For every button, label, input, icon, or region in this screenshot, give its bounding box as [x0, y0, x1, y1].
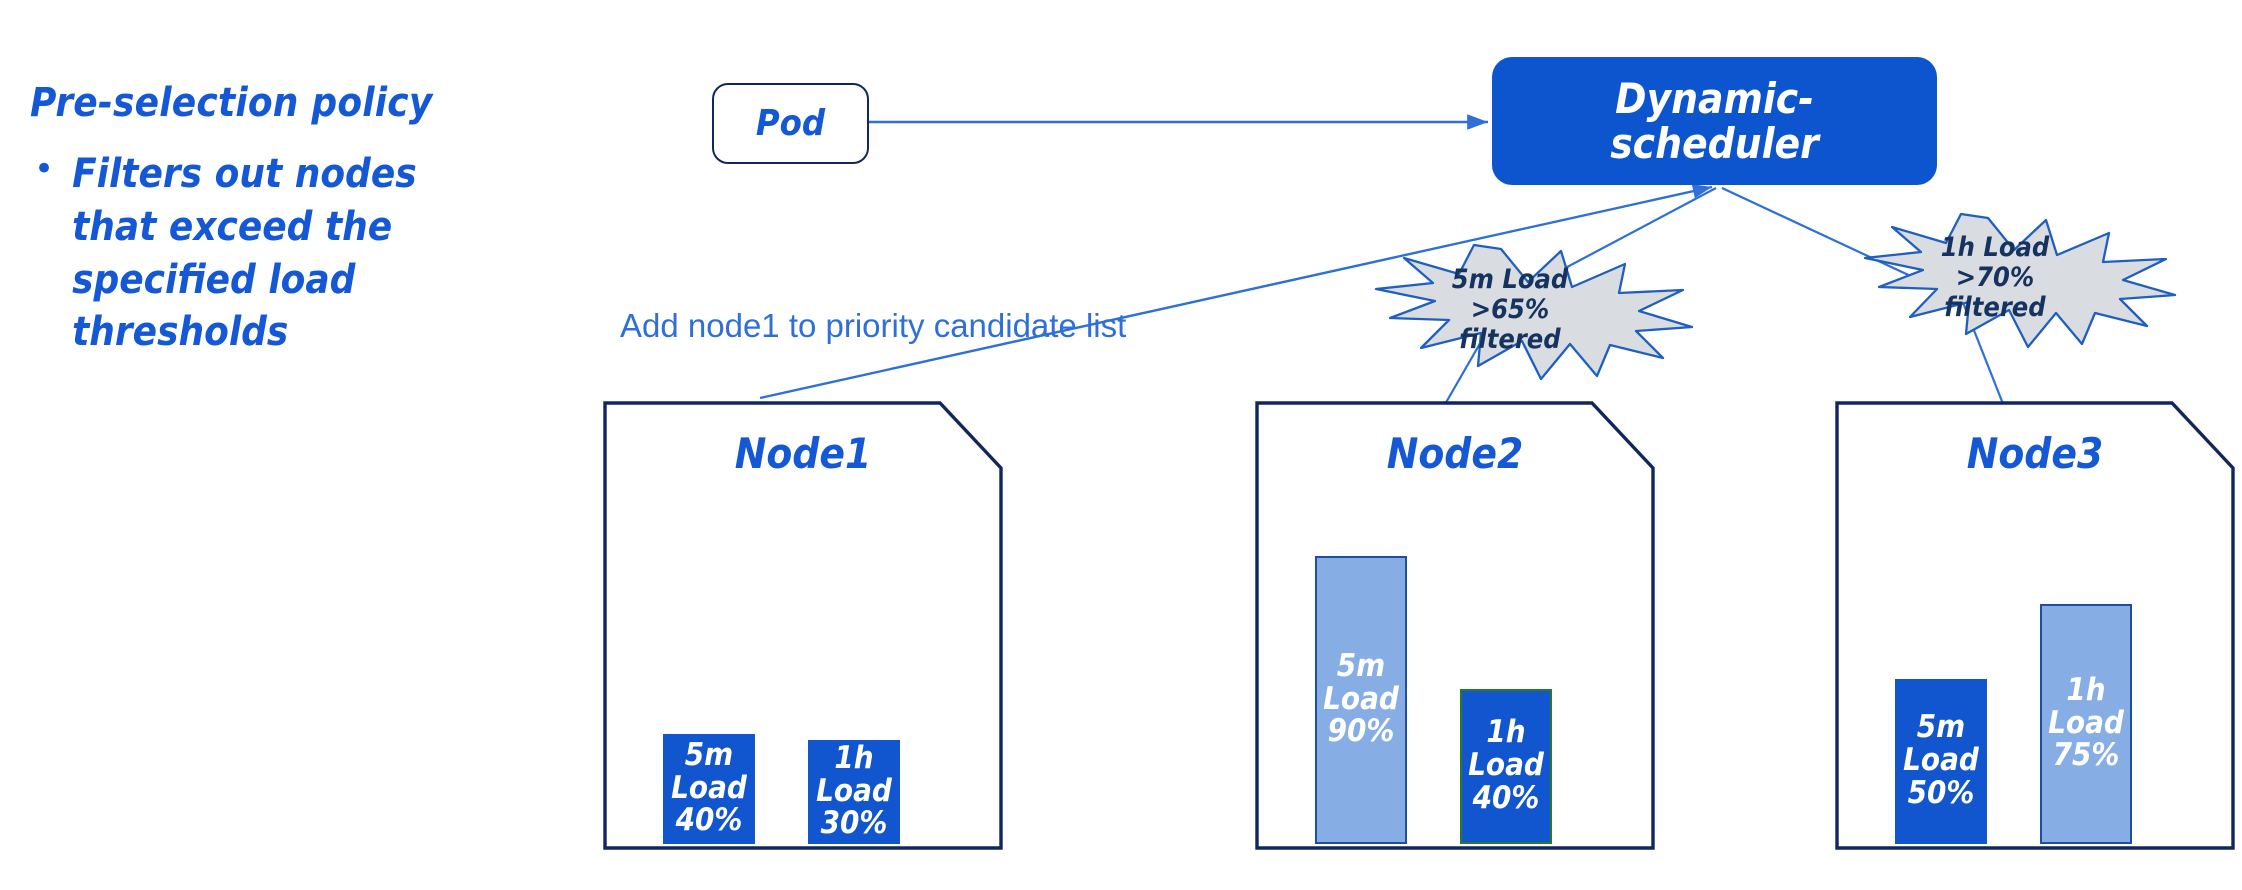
node1-bar-1h-metric: 1h	[834, 739, 874, 776]
dynamic-scheduler-label: Dynamic- scheduler	[1610, 73, 1819, 168]
node1-bar-5m-value: 40%	[675, 802, 743, 839]
node3-bar-5m[interactable]: 5m Load 50%	[1895, 679, 1987, 844]
node3-bar-group: 5m Load 50% 1h Load 75%	[1835, 401, 2235, 847]
node2-bar-1h-metric: 1h	[1486, 714, 1526, 751]
node-card-node2[interactable]: Node2 5m Load 90% 1h Load 40%	[1255, 401, 1655, 850]
node2-title: Node2	[1386, 429, 1524, 478]
node2-bar-group: 5m Load 90% 1h Load 40%	[1255, 401, 1655, 847]
dynamic-scheduler-box[interactable]: Dynamic- scheduler	[1492, 57, 1937, 185]
node2-bar-5m-metric: 5m	[1336, 647, 1386, 684]
policy-bullet-item: • Filters out nodes that exceed the spec…	[30, 148, 560, 359]
burst-shape-1h	[1863, 212, 2177, 349]
node2-bar-5m[interactable]: 5m Load 90%	[1315, 556, 1407, 844]
node3-bar-1h-word: Load	[2048, 704, 2124, 741]
node2-bar-1h[interactable]: 1h Load 40%	[1460, 689, 1552, 844]
node1-bar-1h[interactable]: 1h Load 30%	[808, 740, 900, 844]
policy-title: Pre-selection policy	[30, 80, 433, 126]
node2-bar-5m-word: Load	[1323, 680, 1399, 717]
node2-bar-1h-value: 40%	[1472, 779, 1540, 816]
node1-bar-1h-value: 30%	[820, 805, 888, 842]
node1-bar-5m-metric: 5m	[684, 736, 734, 773]
pod-box[interactable]: Pod	[712, 83, 869, 164]
annotation-add-node1: Add node1 to priority candidate list	[620, 307, 1127, 344]
node-card-node3[interactable]: Node3 5m Load 50% 1h Load 75%	[1835, 401, 2235, 850]
policy-bullet-text: Filters out nodes that exceed the specif…	[72, 151, 417, 356]
node3-bar-1h-metric: 1h	[2066, 671, 2106, 708]
node-card-node1[interactable]: Node1 5m Load 40% 1h Load 30%	[603, 401, 1003, 850]
node3-bar-5m-metric: 5m	[1916, 709, 1966, 746]
node3-bar-1h[interactable]: 1h Load 75%	[2040, 604, 2132, 844]
node1-title: Node1	[734, 429, 872, 478]
bullet-marker-icon: •	[34, 149, 55, 189]
node1-bar-5m[interactable]: 5m Load 40%	[663, 734, 755, 844]
node3-bar-1h-value: 75%	[2052, 737, 2120, 774]
node3-bar-5m-word: Load	[1903, 742, 1979, 779]
node1-bar-5m-word: Load	[671, 769, 747, 806]
burst-shape-5m	[1374, 243, 1694, 381]
pod-label: Pod	[755, 103, 826, 144]
node3-bar-5m-value: 50%	[1907, 774, 1975, 811]
node1-bar-1h-word: Load	[816, 772, 892, 809]
node1-bar-group: 5m Load 40% 1h Load 30%	[603, 401, 1003, 847]
node2-bar-1h-word: Load	[1468, 747, 1544, 784]
arrow-node1-to-scheduler	[759, 184, 1713, 400]
node2-bar-5m-value: 90%	[1327, 713, 1395, 750]
node3-title: Node3	[1966, 429, 2104, 478]
